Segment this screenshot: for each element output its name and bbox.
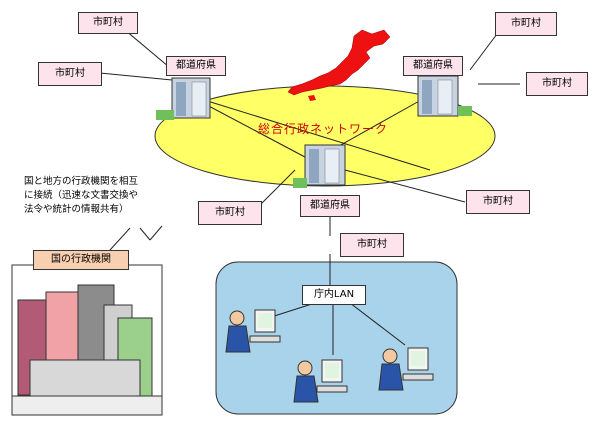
municipality-label-center: 市町村	[340, 233, 404, 257]
municipality-label-top-left: 市町村	[78, 12, 138, 34]
prefecture-label-right: 都道府県	[403, 56, 463, 76]
worker-right	[378, 347, 434, 391]
prefecture-label-center: 都道府県	[300, 195, 360, 217]
municipality-label-top-right: 市町村	[495, 12, 557, 36]
municipality-label-lower-left: 市町村	[198, 201, 262, 225]
prefecture-label-left: 都道府県	[166, 56, 226, 76]
callout-line-2: に接続（迅速な文書交換や	[24, 190, 139, 201]
callout-tail	[139, 225, 163, 241]
lan-label: 庁内LAN	[302, 285, 366, 305]
municipality-label-lower-right: 市町村	[466, 190, 530, 214]
national-agency-label: 国の行政機関	[33, 250, 129, 270]
municipality-label-right: 市町村	[526, 72, 588, 96]
japan-island	[308, 95, 316, 101]
worker-left	[225, 309, 281, 353]
prefecture-building-right	[417, 75, 472, 117]
national-agency-buildings	[11, 264, 163, 416]
prefecture-building-center	[293, 144, 346, 188]
municipality-label-left: 市町村	[38, 62, 102, 86]
callout-note: 国と地方の行政機関を相互 に接続（迅速な文書交換や 法令や統計の情報共有）	[10, 170, 166, 228]
worker-middle	[293, 359, 348, 403]
prefecture-building-left	[156, 77, 211, 120]
japan-map	[287, 29, 391, 96]
connection-lines	[99, 29, 520, 355]
callout-line-1: 国と地方の行政機関を相互	[24, 176, 139, 187]
network-title: 総合行政ネットワーク	[258, 122, 389, 136]
callout-line-3: 法令や統計の情報共有）	[24, 204, 129, 215]
